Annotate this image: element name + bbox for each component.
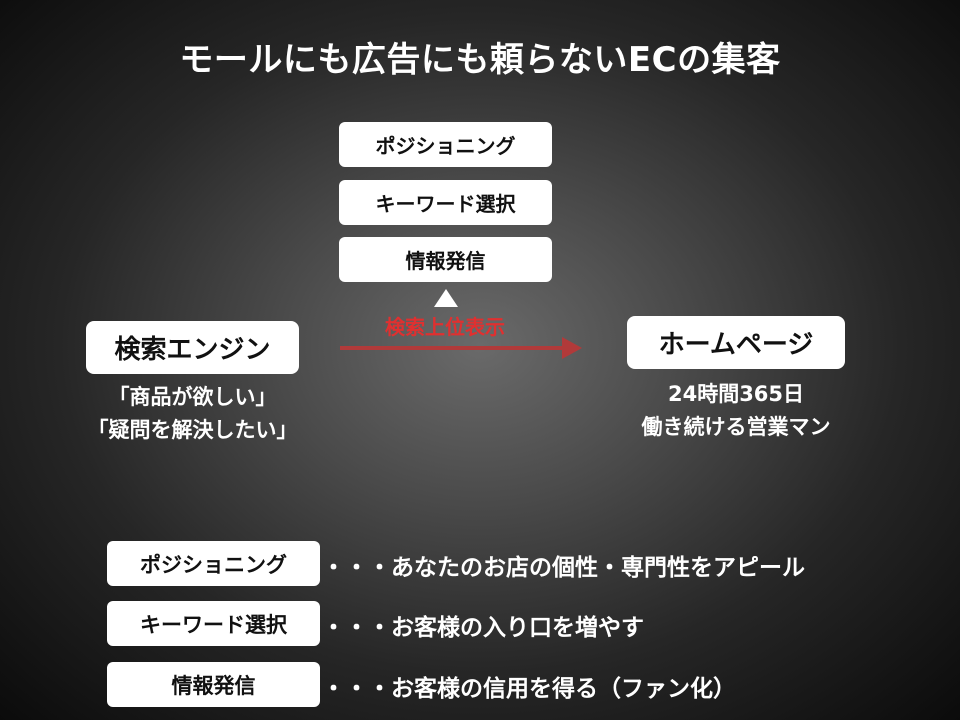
stack-box-positioning: ポジショニング bbox=[339, 122, 552, 167]
row-desc-positioning: ・・・あなたのお店の個性・専門性をアピール bbox=[322, 555, 805, 581]
page-title: モールにも広告にも頼らないECの集客 bbox=[179, 40, 781, 80]
search-engine-box: 検索エンジン bbox=[86, 321, 299, 374]
row-desc-info: ・・・お客様の信用を得る（ファン化） bbox=[322, 676, 736, 702]
stack-box-keyword: キーワード選択 bbox=[339, 180, 552, 225]
right-arrow-icon bbox=[340, 337, 582, 359]
stack-box-info: 情報発信 bbox=[339, 237, 552, 282]
arrow-label: 検索上位表示 bbox=[385, 315, 505, 339]
homepage-box: ホームページ bbox=[627, 316, 845, 369]
search-engine-caption-line: 「疑問を解決したい」 bbox=[87, 418, 298, 442]
up-triangle-icon bbox=[434, 289, 458, 307]
search-engine-caption: 「商品が欲しい」 「疑問を解決したい」 bbox=[40, 381, 345, 447]
homepage-caption-line: 24時間365日 bbox=[667, 382, 805, 406]
search-engine-caption-line: 「商品が欲しい」 bbox=[108, 385, 277, 409]
row-desc-keyword: ・・・お客様の入り口を増やす bbox=[322, 615, 644, 641]
row-box-keyword: キーワード選択 bbox=[107, 601, 320, 646]
row-box-positioning: ポジショニング bbox=[107, 541, 320, 586]
homepage-caption-line: 働き続ける営業マン bbox=[641, 415, 831, 439]
homepage-caption: 24時間365日 働き続ける営業マン bbox=[595, 378, 877, 444]
row-box-info: 情報発信 bbox=[107, 662, 320, 707]
